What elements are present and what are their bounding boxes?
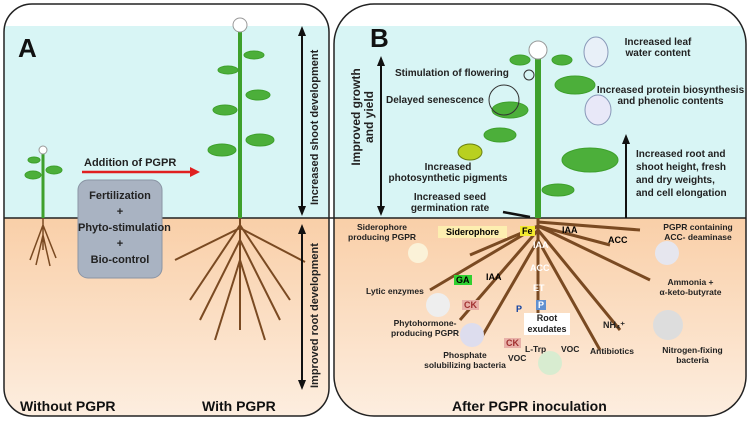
- fe-label: Fe: [520, 226, 535, 236]
- line: Increased root and: [636, 149, 726, 160]
- big-roots-a: [174, 218, 306, 341]
- line: germination rate: [410, 203, 490, 214]
- line: ACC- deaminase: [664, 232, 732, 242]
- with-pgpr-caption: With PGPR: [202, 398, 276, 414]
- treatment-box: Fertilization + Phyto-stimulation + Bio-…: [78, 188, 171, 268]
- ck-label: CK: [462, 300, 479, 310]
- p-label: P: [516, 304, 523, 314]
- line: Nitrogen-fixing: [662, 345, 723, 355]
- line: bacteria: [676, 355, 709, 365]
- line: Increased protein biosynthesis: [596, 85, 745, 96]
- flowering-label: Stimulation of flowering: [395, 68, 509, 79]
- line: α-keto-butyrate: [659, 287, 722, 297]
- small-plant: [24, 145, 63, 218]
- line: Root: [536, 313, 558, 323]
- root-shoot-label: Increased root and shoot height, fresh and…: [636, 148, 727, 200]
- phytohormone-label: Phytohormone-producing PGPR: [380, 318, 470, 338]
- panel-b-label: B: [370, 23, 389, 53]
- line: Phosphate: [443, 350, 487, 360]
- line: shoot height, fresh: [636, 162, 726, 173]
- after-inoculation-caption: After PGPR inoculation: [452, 398, 607, 414]
- line: producing PGPR: [391, 328, 459, 338]
- box-line: +: [116, 238, 124, 250]
- ck-label-2: CK: [504, 338, 521, 348]
- line: Phytohormone-: [393, 318, 457, 328]
- iaa-top-label: IAA: [562, 225, 578, 235]
- panel-a-bg: [4, 26, 329, 416]
- box-line: +: [116, 206, 124, 218]
- acc-stem-label: ACC: [530, 263, 550, 273]
- small-roots: [29, 218, 57, 267]
- iaa-left-label: IAA: [486, 272, 502, 282]
- line: water content: [625, 48, 691, 59]
- voc-right-label: VOC: [561, 344, 580, 354]
- iaa-stem-label: IAA: [533, 240, 549, 250]
- growth-line: and yield: [362, 91, 376, 144]
- antibiotics-label: Antibiotics: [590, 346, 634, 356]
- box-line: Phyto-stimulation: [78, 222, 171, 234]
- line: photosynthetic pigments: [388, 173, 508, 184]
- line: and cell elongation: [636, 188, 727, 199]
- addition-of-pgpr-label: Addition of PGPR: [84, 157, 177, 169]
- line: Siderophore: [356, 222, 408, 232]
- et-stem-label: ET: [533, 283, 545, 293]
- p-stem-label: P: [536, 300, 547, 310]
- panel-a-label: A: [18, 33, 37, 63]
- ammonia-label: Ammonia +α-keto-butyrate: [648, 277, 733, 297]
- big-plant-b: [483, 40, 619, 218]
- line: Increased leaf: [624, 37, 692, 48]
- box-line: Bio-control: [90, 254, 150, 266]
- senescence-label: Delayed senescence: [386, 95, 484, 106]
- line: PGPR containing: [663, 222, 733, 232]
- nh4-label: NH₄⁺: [603, 320, 626, 330]
- without-pgpr-caption: Without PGPR: [20, 398, 116, 414]
- growth-yield-label: Improved growth and yield: [349, 62, 376, 172]
- line: Increased: [424, 162, 472, 173]
- root-development-label: Improved root development: [309, 243, 321, 388]
- big-plant-a: [207, 17, 275, 218]
- acc-label: ACC: [608, 235, 628, 245]
- ga-label: GA: [454, 275, 472, 285]
- line: Increased seed: [413, 192, 487, 203]
- big-roots-b: [429, 218, 651, 351]
- line: exudates: [527, 324, 567, 334]
- line: and phenolic contents: [617, 96, 724, 107]
- line: and dry weights,: [636, 175, 715, 186]
- line: Ammonia +: [667, 277, 714, 287]
- line: producing PGPR: [348, 232, 416, 242]
- line: solubilizing bacteria: [424, 360, 506, 370]
- box-line: Fertilization: [89, 190, 151, 202]
- siderophore-label: Siderophore: [438, 226, 508, 238]
- shoot-development-label: Increased shoot development: [309, 49, 321, 205]
- voc-left-label: VOC: [508, 353, 527, 363]
- l-trp-label: L-Trp: [525, 344, 547, 354]
- lytic-enzymes-label: Lytic enzymes: [366, 286, 424, 296]
